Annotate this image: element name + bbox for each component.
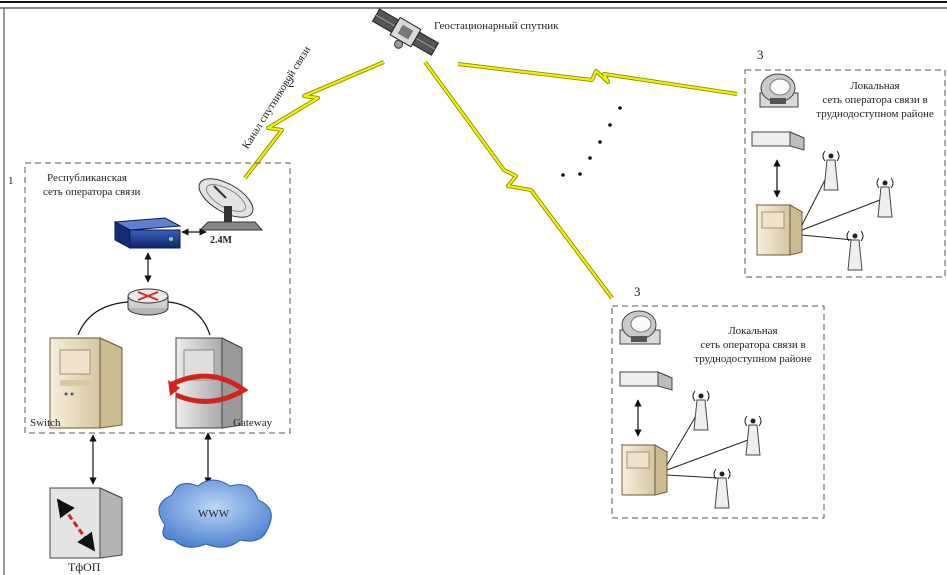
remote-2-line-a [666, 415, 697, 466]
remote-1-title-line2: сеть оператора связи в [822, 94, 928, 106]
channel-number: 2 [288, 75, 295, 90]
remote-1-line-c [801, 234, 854, 241]
satellite-link-remote-2 [423, 60, 614, 300]
remote-1-tower-icon-c [846, 230, 864, 271]
remote-2-server-icon [620, 444, 669, 496]
main-network-title-line2: сеть оператора связи [43, 186, 141, 198]
dish-size-label: 2.4M [210, 235, 232, 246]
remote-1-server-icon [755, 204, 804, 256]
remote-1-dish-icon [759, 73, 799, 108]
gateway-server-icon [168, 337, 249, 429]
remote-2-tower-icon-a [692, 390, 710, 431]
satellite-dish-icon [198, 178, 264, 231]
remote-2-modem-icon [619, 371, 673, 391]
remote-1-modem-icon [751, 131, 805, 151]
internet-cloud-icon [158, 479, 272, 548]
gateway-label: Gateway [233, 417, 273, 429]
www-label: WWW [198, 508, 230, 520]
remote-1-tower-icon-a [822, 150, 840, 191]
remote-2-number: 3 [634, 284, 641, 299]
more-networks-dots [561, 106, 622, 177]
pstn-label: ТфОП [68, 560, 101, 574]
switch-server-icon [49, 337, 123, 429]
remote-2-line-b [666, 439, 749, 471]
remote-2-title-line1: Локальная [728, 325, 778, 337]
remote-2-dish-icon [619, 310, 661, 345]
switch-label: Switch [30, 417, 61, 429]
remote-1-tower-icon-b [876, 177, 894, 218]
main-network-title-line1: Республиканская [47, 172, 127, 184]
satellite-label: Геостационарный спутник [434, 20, 559, 32]
satellite-icon [371, 8, 440, 56]
satellite-modem-icon [113, 217, 182, 249]
router-icon [127, 288, 169, 316]
remote-network-box-2 [611, 305, 825, 519]
remote-2-title-line2: сеть оператора связи в [700, 339, 806, 351]
remote-1-title-line1: Локальная [850, 80, 900, 92]
remote-1-line-b [801, 199, 881, 231]
remote-1-title-line3: труднодоступном районе [816, 108, 934, 120]
remote-1-number: 3 [757, 47, 764, 62]
router-switch-link [77, 301, 129, 336]
main-network-number: 1 [8, 175, 14, 187]
remote-2-title-line3: труднодоступном районе [694, 353, 812, 365]
pstn-exchange-icon [49, 487, 123, 559]
remote-1-line-a [801, 177, 827, 226]
remote-2-tower-icon-b [744, 415, 762, 456]
remote-network-box-1 [744, 69, 946, 278]
remote-2-line-c [666, 474, 719, 479]
main-network-box [24, 162, 291, 434]
router-gateway-link [167, 301, 211, 336]
remote-2-tower-icon-c [713, 468, 731, 509]
